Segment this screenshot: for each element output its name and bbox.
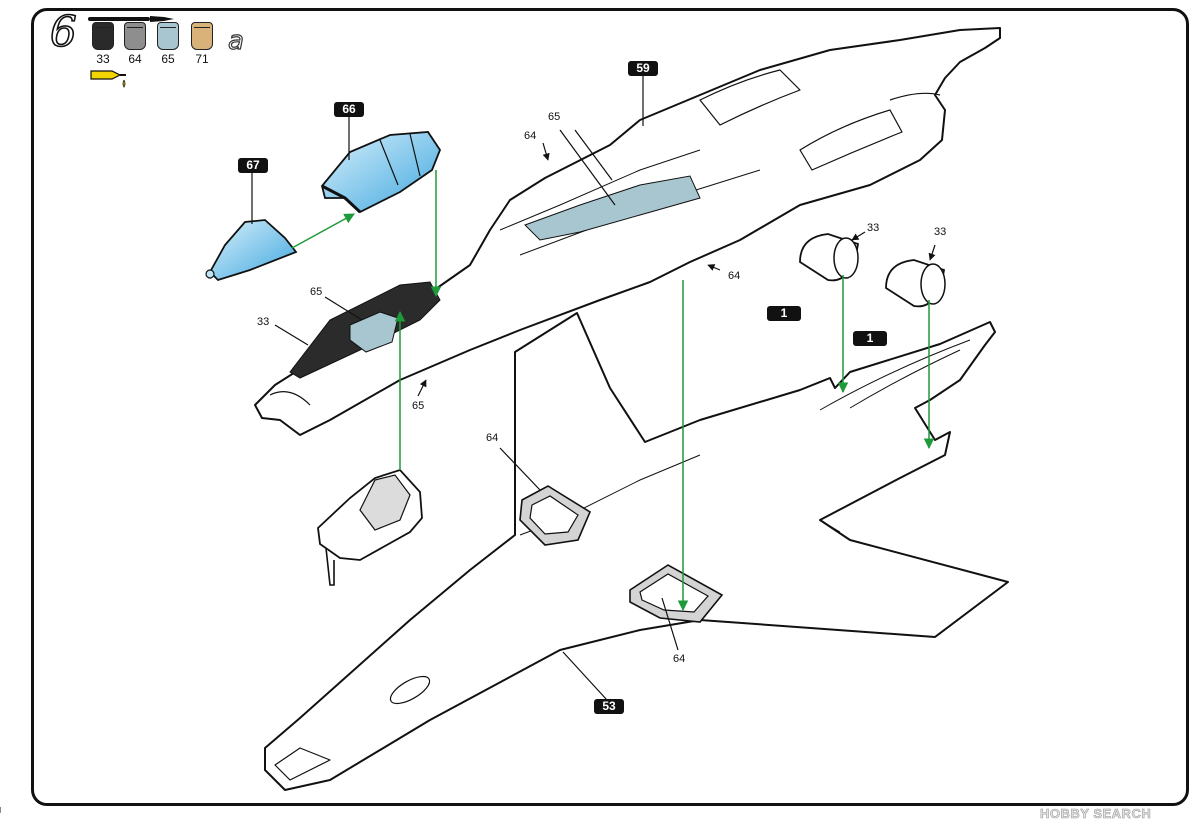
paint-jar-icon [191,22,213,50]
paint-callout-33: 33 [934,226,947,238]
part-tag-66: 66 [334,102,364,117]
paint-callout-64: 64 [486,432,499,444]
part-tag-1: 1 [767,306,801,321]
paint-jar-icon [157,22,179,50]
paint-pot-33: 33 [92,22,114,66]
step-frame [31,8,1189,806]
paint-callout-64: 64 [524,130,537,142]
page-number: 5 [0,806,4,814]
paint-callout-33: 33 [257,316,270,328]
assembly-arrows [291,170,935,612]
paint-callout-65: 65 [412,400,425,412]
canopy-part-66 [321,131,442,214]
finish-mark: a [227,25,244,56]
paint-jar-icon [124,22,146,50]
paint-callout-64: 64 [728,270,741,282]
leader-lines [251,76,936,701]
windscreen-part-67 [205,219,298,282]
lower-fuselage-part-53 [264,312,1009,791]
paintbrush-icon [88,16,174,22]
paint-callout-65: 65 [310,286,323,298]
part-tag-1: 1 [853,331,887,346]
part-tag-67: 67 [238,158,268,173]
spine-area-65 [524,175,701,241]
paint-code: 71 [195,52,209,66]
watermark: HOBBY SEARCH [1040,806,1152,822]
paint-jar-icon [92,22,114,50]
paint-pot-71: 71 [191,22,213,66]
paint-callout-65: 65 [548,111,561,123]
paint-callout-33: 33 [867,222,880,234]
part-tag-59: 59 [628,61,658,76]
cement-tube-icon [90,70,126,88]
paint-code: 65 [161,52,175,66]
paint-code: 64 [128,52,142,66]
paint-callout-64: 64 [673,653,686,665]
wheel-well-left [519,485,592,546]
exhaust-nozzle-right [885,259,946,308]
paint-pot-64: 64 [124,22,146,66]
paint-pot-65: 65 [157,22,179,66]
exhaust-nozzle-left [799,233,860,282]
part-tag-53: 53 [594,699,624,714]
ejection-seat-part [317,468,423,586]
wheel-well-right [629,564,724,623]
step-number: 6 [49,7,77,57]
paint-code: 33 [96,52,110,66]
cockpit-panel-area-65 [349,311,399,353]
